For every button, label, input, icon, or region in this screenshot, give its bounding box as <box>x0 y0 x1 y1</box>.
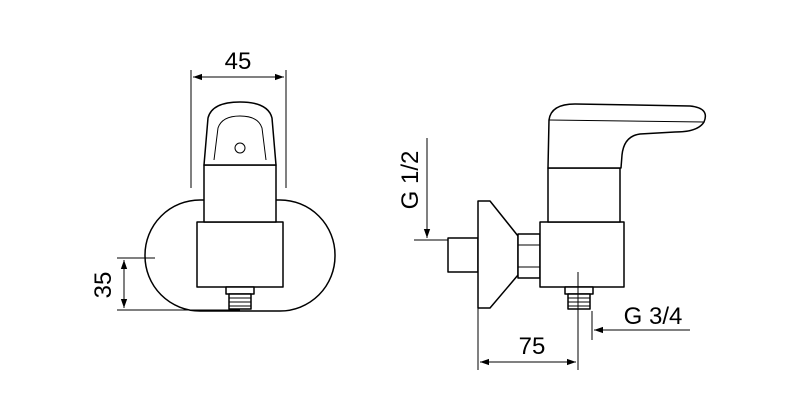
front-height-label: 35 <box>90 272 117 299</box>
side-upper-body <box>547 167 621 223</box>
side-outlet-thread-callout: G 3/4 <box>591 303 690 340</box>
front-lever-handle <box>203 101 277 166</box>
side-inlet-thread-label: G 1/2 <box>397 151 424 210</box>
front-lower-body <box>196 221 284 288</box>
side-view: G 1/2 75 G 3/4 <box>397 103 707 370</box>
front-outlet-nut <box>225 286 255 295</box>
side-projection-label: 75 <box>519 333 546 360</box>
side-wall-flange <box>477 200 519 309</box>
side-main-body <box>539 221 625 288</box>
side-inlet-thread-callout: G 1/2 <box>397 138 448 241</box>
side-outlet-thread-label: G 3/4 <box>624 303 683 330</box>
side-outlet-nut <box>564 286 594 295</box>
front-height-dimension: 35 <box>90 257 240 311</box>
front-view: 45 35 <box>90 48 336 312</box>
side-projection-dimension: 75 <box>477 272 579 370</box>
front-lever-inner <box>213 115 267 161</box>
side-hex-nut <box>517 233 541 279</box>
front-width-dimension: 45 <box>190 48 287 188</box>
front-lever-pin <box>234 142 246 154</box>
side-lever-handle <box>547 103 707 169</box>
front-upper-body <box>203 164 277 223</box>
side-inlet-pipe <box>447 237 479 273</box>
front-width-label: 45 <box>225 48 252 75</box>
